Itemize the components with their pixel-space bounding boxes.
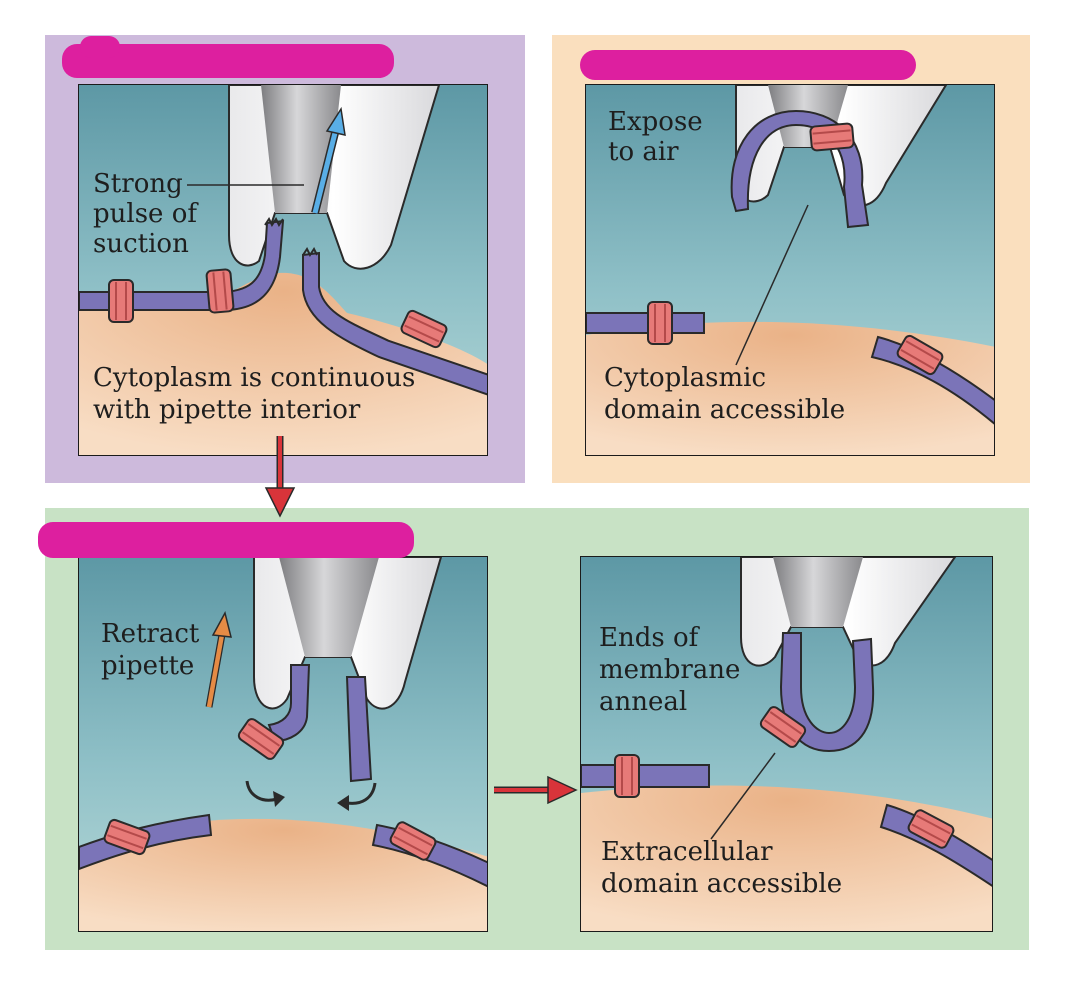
membrane-right [302, 251, 487, 396]
label-ends-of: Ends of [599, 623, 699, 653]
curved-arrow-right-head [337, 795, 349, 811]
membrane-vesicle [779, 632, 875, 753]
scene-membrane-anneal: Ends of membrane anneal Extracellular do… [580, 556, 993, 932]
membrane-torn-edge [264, 217, 284, 227]
label-retract: Retract [101, 619, 200, 649]
membrane-fragment-right [345, 676, 373, 783]
scene-retract-pipette: Retract pipette [78, 556, 488, 932]
pipette-bore [773, 557, 863, 627]
label-leader-line [710, 752, 776, 840]
redaction-mark-bottom-left [38, 522, 414, 558]
scene-expose-to-air: Expose to air Cytoplasmic domain accessi… [585, 84, 995, 456]
caption-with-pipette-interior: with pipette interior [93, 395, 361, 425]
scene-strong-suction: Strong pulse of suction Cytoplasm is con… [78, 84, 488, 456]
caption-cytoplasm-continuous: Cytoplasm is continuous [93, 363, 416, 393]
caption-domain-accessible-extracellular: domain accessible [601, 869, 843, 899]
label-pipette: pipette [101, 651, 195, 681]
curved-arrow-right [346, 782, 377, 805]
label-suction: suction [93, 229, 189, 259]
retract-arrow-head [211, 610, 232, 638]
redaction-mark-top-right [580, 50, 916, 80]
pipette-bore [279, 557, 379, 657]
curved-arrow-left-head [273, 791, 285, 807]
retract-arrow [206, 628, 226, 708]
label-pulse-of: pulse of [93, 199, 197, 229]
label-leader-line [735, 204, 809, 366]
membrane-left [79, 219, 285, 311]
right-arrow-head [547, 775, 578, 805]
suction-arrow-head [325, 106, 346, 136]
label-membrane: membrane [599, 655, 741, 685]
caption-extracellular: Extracellular [601, 837, 773, 867]
label-to-air: to air [608, 137, 679, 167]
cell-cytoplasm [79, 272, 487, 455]
label-expose: Expose [608, 107, 703, 137]
caption-domain-accessible: domain accessible [604, 395, 846, 425]
label-anneal: anneal [599, 687, 688, 717]
suction-arrow [312, 124, 340, 214]
membrane-left [581, 764, 710, 788]
redaction-mark-top-left-cap [80, 36, 120, 58]
curved-arrow-left [245, 780, 278, 802]
membrane-torn-edge [302, 247, 318, 257]
label-strong: Strong [93, 169, 183, 199]
down-arrow-head [264, 487, 296, 518]
caption-cytoplasmic: Cytoplasmic [604, 363, 767, 393]
